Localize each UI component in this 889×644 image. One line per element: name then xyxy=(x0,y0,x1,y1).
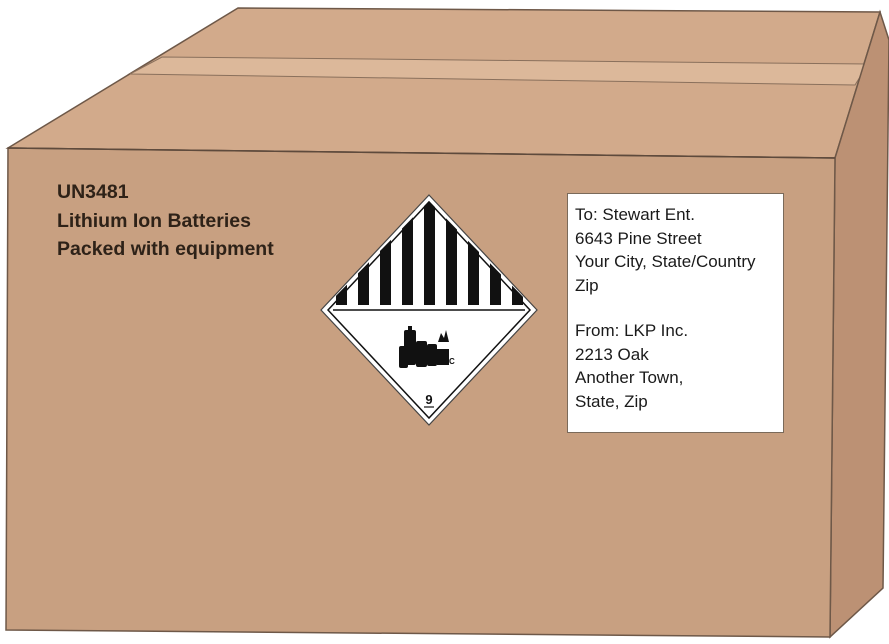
from-line-2: 2213 Oak xyxy=(575,344,649,364)
to-line-4: Zip xyxy=(575,275,599,295)
svg-text:C: C xyxy=(449,357,455,366)
marking-line-2: Lithium Ion Batteries xyxy=(57,209,251,232)
from-line-3: Another Town, xyxy=(575,368,684,387)
hazard-label-class-9: C 9 xyxy=(320,194,538,426)
to-line-2: 6643 Pine Street xyxy=(575,228,702,248)
battery-icon: C xyxy=(399,326,455,368)
from-line-1: From: LKP Inc. xyxy=(575,321,689,340)
from-line-4: State, Zip xyxy=(575,391,648,411)
hazard-class-number: 9 xyxy=(425,392,432,407)
marking-line-3: Packed with equipment xyxy=(57,238,274,260)
to-line-1: To: Stewart Ent. xyxy=(575,205,695,224)
shipping-address-label: To: Stewart Ent. 6643 Pine Street Your C… xyxy=(567,193,784,433)
un-number: UN3481 xyxy=(57,181,129,203)
to-line-3: Your City, State/Country xyxy=(575,252,756,271)
package-marking: UN3481 Lithium Ion Batteries Packed with… xyxy=(57,178,274,264)
box-top-edge xyxy=(7,147,836,159)
